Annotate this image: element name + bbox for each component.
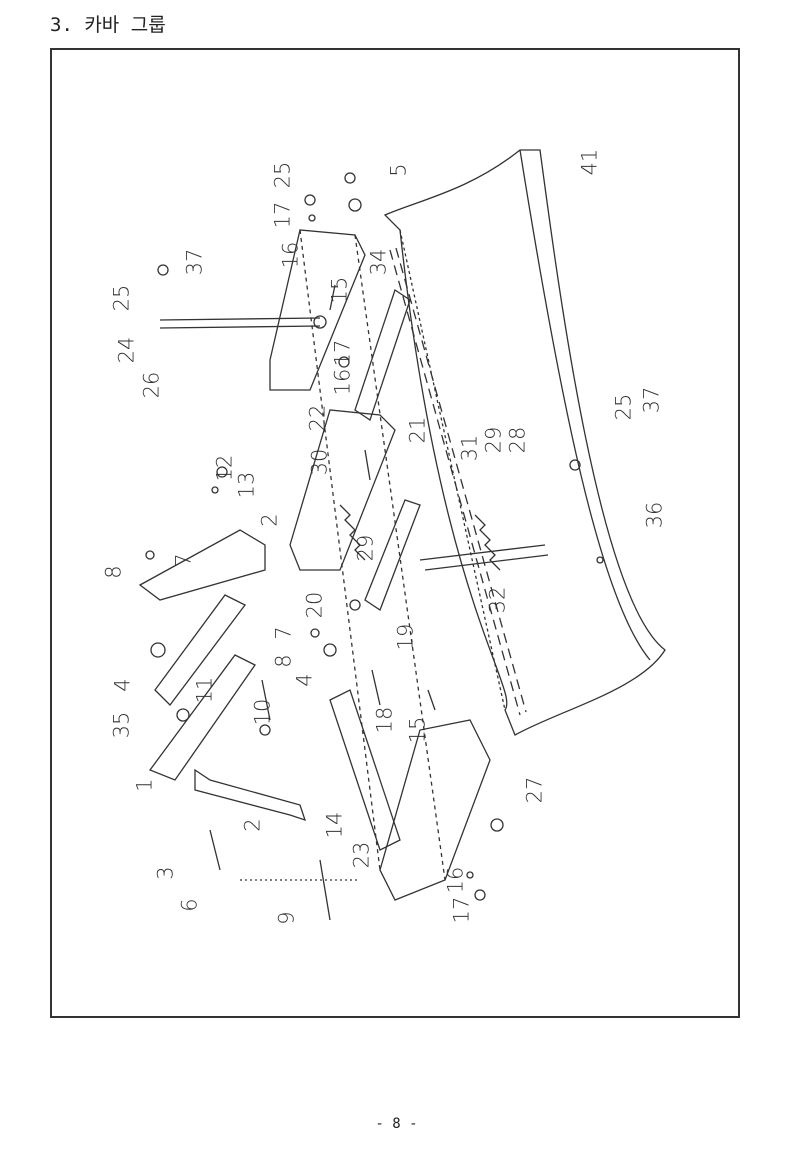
part-label: 41 [577, 148, 602, 176]
part-label: 12 [212, 454, 237, 482]
part-label: 17 [330, 339, 355, 367]
lower-frame [379, 719, 491, 901]
part-label: 7 [271, 626, 296, 640]
part-label: 24 [114, 336, 139, 364]
part-label: 21 [405, 416, 430, 444]
part-label: 17 [449, 896, 474, 924]
part-label: 8 [101, 565, 126, 579]
part-label: 4 [110, 678, 135, 692]
part-label: 1 [132, 778, 157, 792]
part-label: 6 [177, 898, 202, 912]
part-label: 17 [270, 201, 295, 229]
part-label: 27 [522, 776, 547, 804]
part-label: 25 [270, 161, 295, 189]
part-label: 32 [485, 586, 510, 614]
part-label: 2 [240, 818, 265, 832]
part-label: 37 [639, 386, 664, 414]
part-label: 28 [505, 426, 530, 454]
part-label: 30 [307, 448, 332, 476]
part-label: 20 [302, 591, 327, 619]
part-label: 26 [139, 371, 164, 399]
part-label: 15 [405, 716, 430, 744]
part-label: 29 [353, 534, 378, 562]
part-label: 16 [443, 866, 468, 894]
part-label: 18 [372, 706, 397, 734]
arm-1 [148, 654, 256, 781]
part-label: 35 [109, 711, 134, 739]
part-label: 2 [257, 513, 282, 527]
part-label: 22 [305, 404, 330, 432]
bracket-2a [138, 529, 266, 601]
part-label: 19 [393, 623, 418, 651]
middle-frame [289, 409, 396, 571]
part-label: 15 [327, 276, 352, 304]
bracket-2b [194, 768, 307, 822]
part-label: 16 [278, 241, 303, 269]
part-label: 8 [271, 654, 296, 668]
part-label: 14 [322, 811, 347, 839]
part-label: 23 [349, 841, 374, 869]
part-label: 25 [109, 284, 134, 312]
diagram-frame [50, 48, 740, 1018]
section-title: 3. 카바 그룹 [50, 14, 166, 36]
part-label: 13 [234, 471, 259, 499]
part-label: 7 [171, 553, 196, 567]
part-label: 9 [274, 911, 299, 925]
part-label: 37 [182, 248, 207, 276]
part-label: 4 [292, 673, 317, 687]
part-label: 16 [330, 368, 355, 396]
part-label: 34 [366, 248, 391, 276]
part-label: 29 [481, 426, 506, 454]
page-number: - 8 - [375, 1116, 418, 1132]
arm-35 [154, 594, 246, 706]
part-label: 11 [192, 676, 217, 704]
part-label: 5 [386, 163, 411, 177]
part-label: 10 [250, 698, 275, 726]
part-label: 36 [642, 501, 667, 529]
part-label: 31 [457, 434, 482, 462]
part-label: 3 [153, 866, 178, 880]
part-label: 25 [611, 393, 636, 421]
